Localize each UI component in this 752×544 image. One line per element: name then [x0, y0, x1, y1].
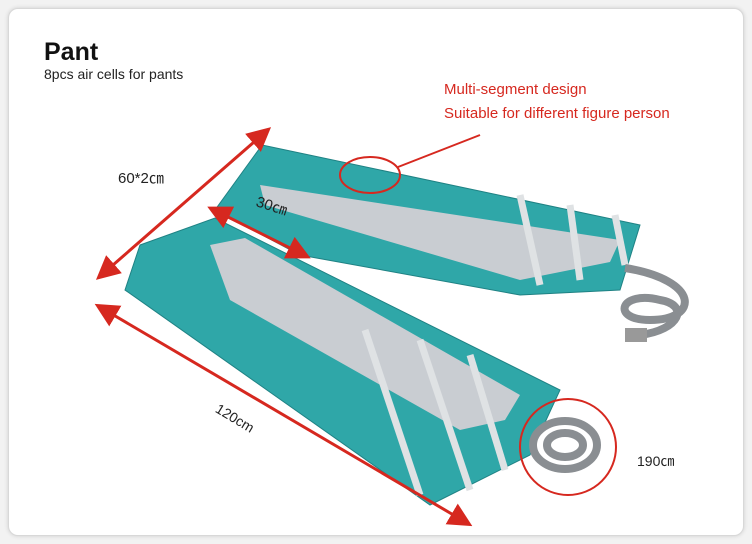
width-dimension: 60*2㎝	[118, 170, 164, 187]
callout-line-2: Suitable for different figure person	[444, 105, 670, 122]
connector	[625, 328, 647, 342]
page-subtitle: 8pcs air cells for pants	[44, 66, 184, 82]
thigh-arrow	[207, 206, 311, 259]
segment-circle	[339, 156, 401, 194]
page-title: Pant	[44, 38, 99, 66]
air-hose	[529, 264, 689, 473]
callout-line-1: Multi-segment design	[444, 81, 587, 98]
hose-circle	[519, 398, 617, 496]
length-arrow	[94, 303, 473, 527]
hose-dimension: 190㎝	[637, 453, 675, 469]
callout-line	[397, 134, 481, 168]
width-arrow	[95, 127, 272, 280]
